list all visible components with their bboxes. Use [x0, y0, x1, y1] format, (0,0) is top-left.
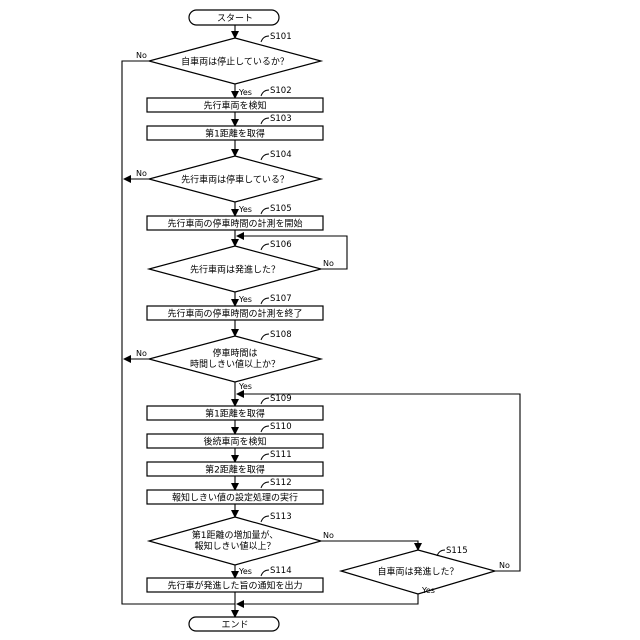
s108-text-line2: 時間しきい値以上か？	[190, 358, 280, 370]
s101-no-label: No	[136, 51, 147, 60]
s113-text-line2: 報知しきい値以上？	[194, 540, 275, 552]
s106-hook	[261, 244, 269, 250]
s103-id: S103	[270, 114, 292, 124]
s115-id: S115	[446, 546, 468, 556]
s115-yes-label: Yes	[421, 586, 435, 595]
s115-text: 自車両は発進した？	[377, 566, 458, 578]
s102-id: S102	[270, 86, 292, 96]
s108-id: S108	[270, 330, 292, 340]
s110-hook	[261, 426, 269, 432]
s114-id: S114	[270, 566, 292, 576]
s109-text: 第1距離を取得	[205, 408, 265, 420]
s111-hook	[261, 454, 269, 460]
s101-id: S101	[270, 32, 292, 42]
s101-hook	[261, 36, 269, 42]
s103-text: 第1距離を取得	[205, 128, 265, 140]
s105-id: S105	[270, 204, 292, 214]
s104-hook	[261, 154, 269, 160]
s103-hook	[261, 118, 269, 124]
s101-text: 自車両は停止しているか？	[181, 56, 289, 68]
connectors	[122, 25, 520, 617]
s107-text: 先行車両の停車時間の計測を終了	[167, 308, 302, 320]
s111-id: S111	[270, 450, 292, 460]
s108-text-line1: 停車時間は	[212, 347, 257, 359]
s114-hook	[261, 570, 269, 576]
s108-no-label: No	[136, 349, 147, 358]
s101-yes-label: Yes	[238, 88, 252, 97]
s105-text: 先行車両の停車時間の計測を開始	[167, 218, 302, 230]
s106-no-label: No	[323, 259, 334, 268]
s104-no-label: No	[136, 169, 147, 178]
s108-decision	[149, 336, 321, 382]
s104-yes-label: Yes	[238, 205, 252, 214]
s113-id: S113	[270, 512, 292, 522]
s104-text: 先行車両は停車している？	[181, 174, 289, 186]
s110-text: 後続車両を検知	[203, 436, 266, 448]
s110-id: S110	[270, 422, 292, 432]
flow-s115-yes	[237, 594, 418, 604]
s112-text: 報知しきい値の設定処理の実行	[172, 492, 298, 504]
s115-no-label: No	[499, 561, 510, 570]
s109-id: S109	[270, 394, 292, 404]
s112-id: S112	[270, 478, 292, 488]
flow-s113-no	[321, 541, 418, 550]
s104-id: S104	[270, 150, 292, 160]
s112-hook	[261, 482, 269, 488]
s113-yes-label: Yes	[238, 567, 252, 576]
s114-text: 先行車が発進した旨の通知を出力	[167, 580, 302, 592]
s105-hook	[261, 208, 269, 214]
s106-yes-label: Yes	[238, 295, 252, 304]
s108-hook	[261, 334, 269, 340]
s109-hook	[261, 398, 269, 404]
s107-hook	[261, 298, 269, 304]
s113-text-line1: 第1距離の増加量が、	[192, 529, 279, 541]
s102-hook	[261, 90, 269, 96]
s108-yes-label: Yes	[238, 382, 252, 391]
s106-id: S106	[270, 240, 292, 250]
s102-text: 先行車両を検知	[203, 100, 266, 112]
s113-no-label: No	[323, 531, 334, 540]
s111-text: 第2距離を取得	[205, 464, 265, 476]
s107-id: S107	[270, 294, 292, 304]
end-label: エンド	[221, 621, 248, 631]
s113-decision	[149, 517, 321, 565]
start-label: スタート	[217, 13, 253, 24]
s113-hook	[261, 516, 269, 522]
s106-text: 先行車両は発進した？	[190, 264, 280, 276]
